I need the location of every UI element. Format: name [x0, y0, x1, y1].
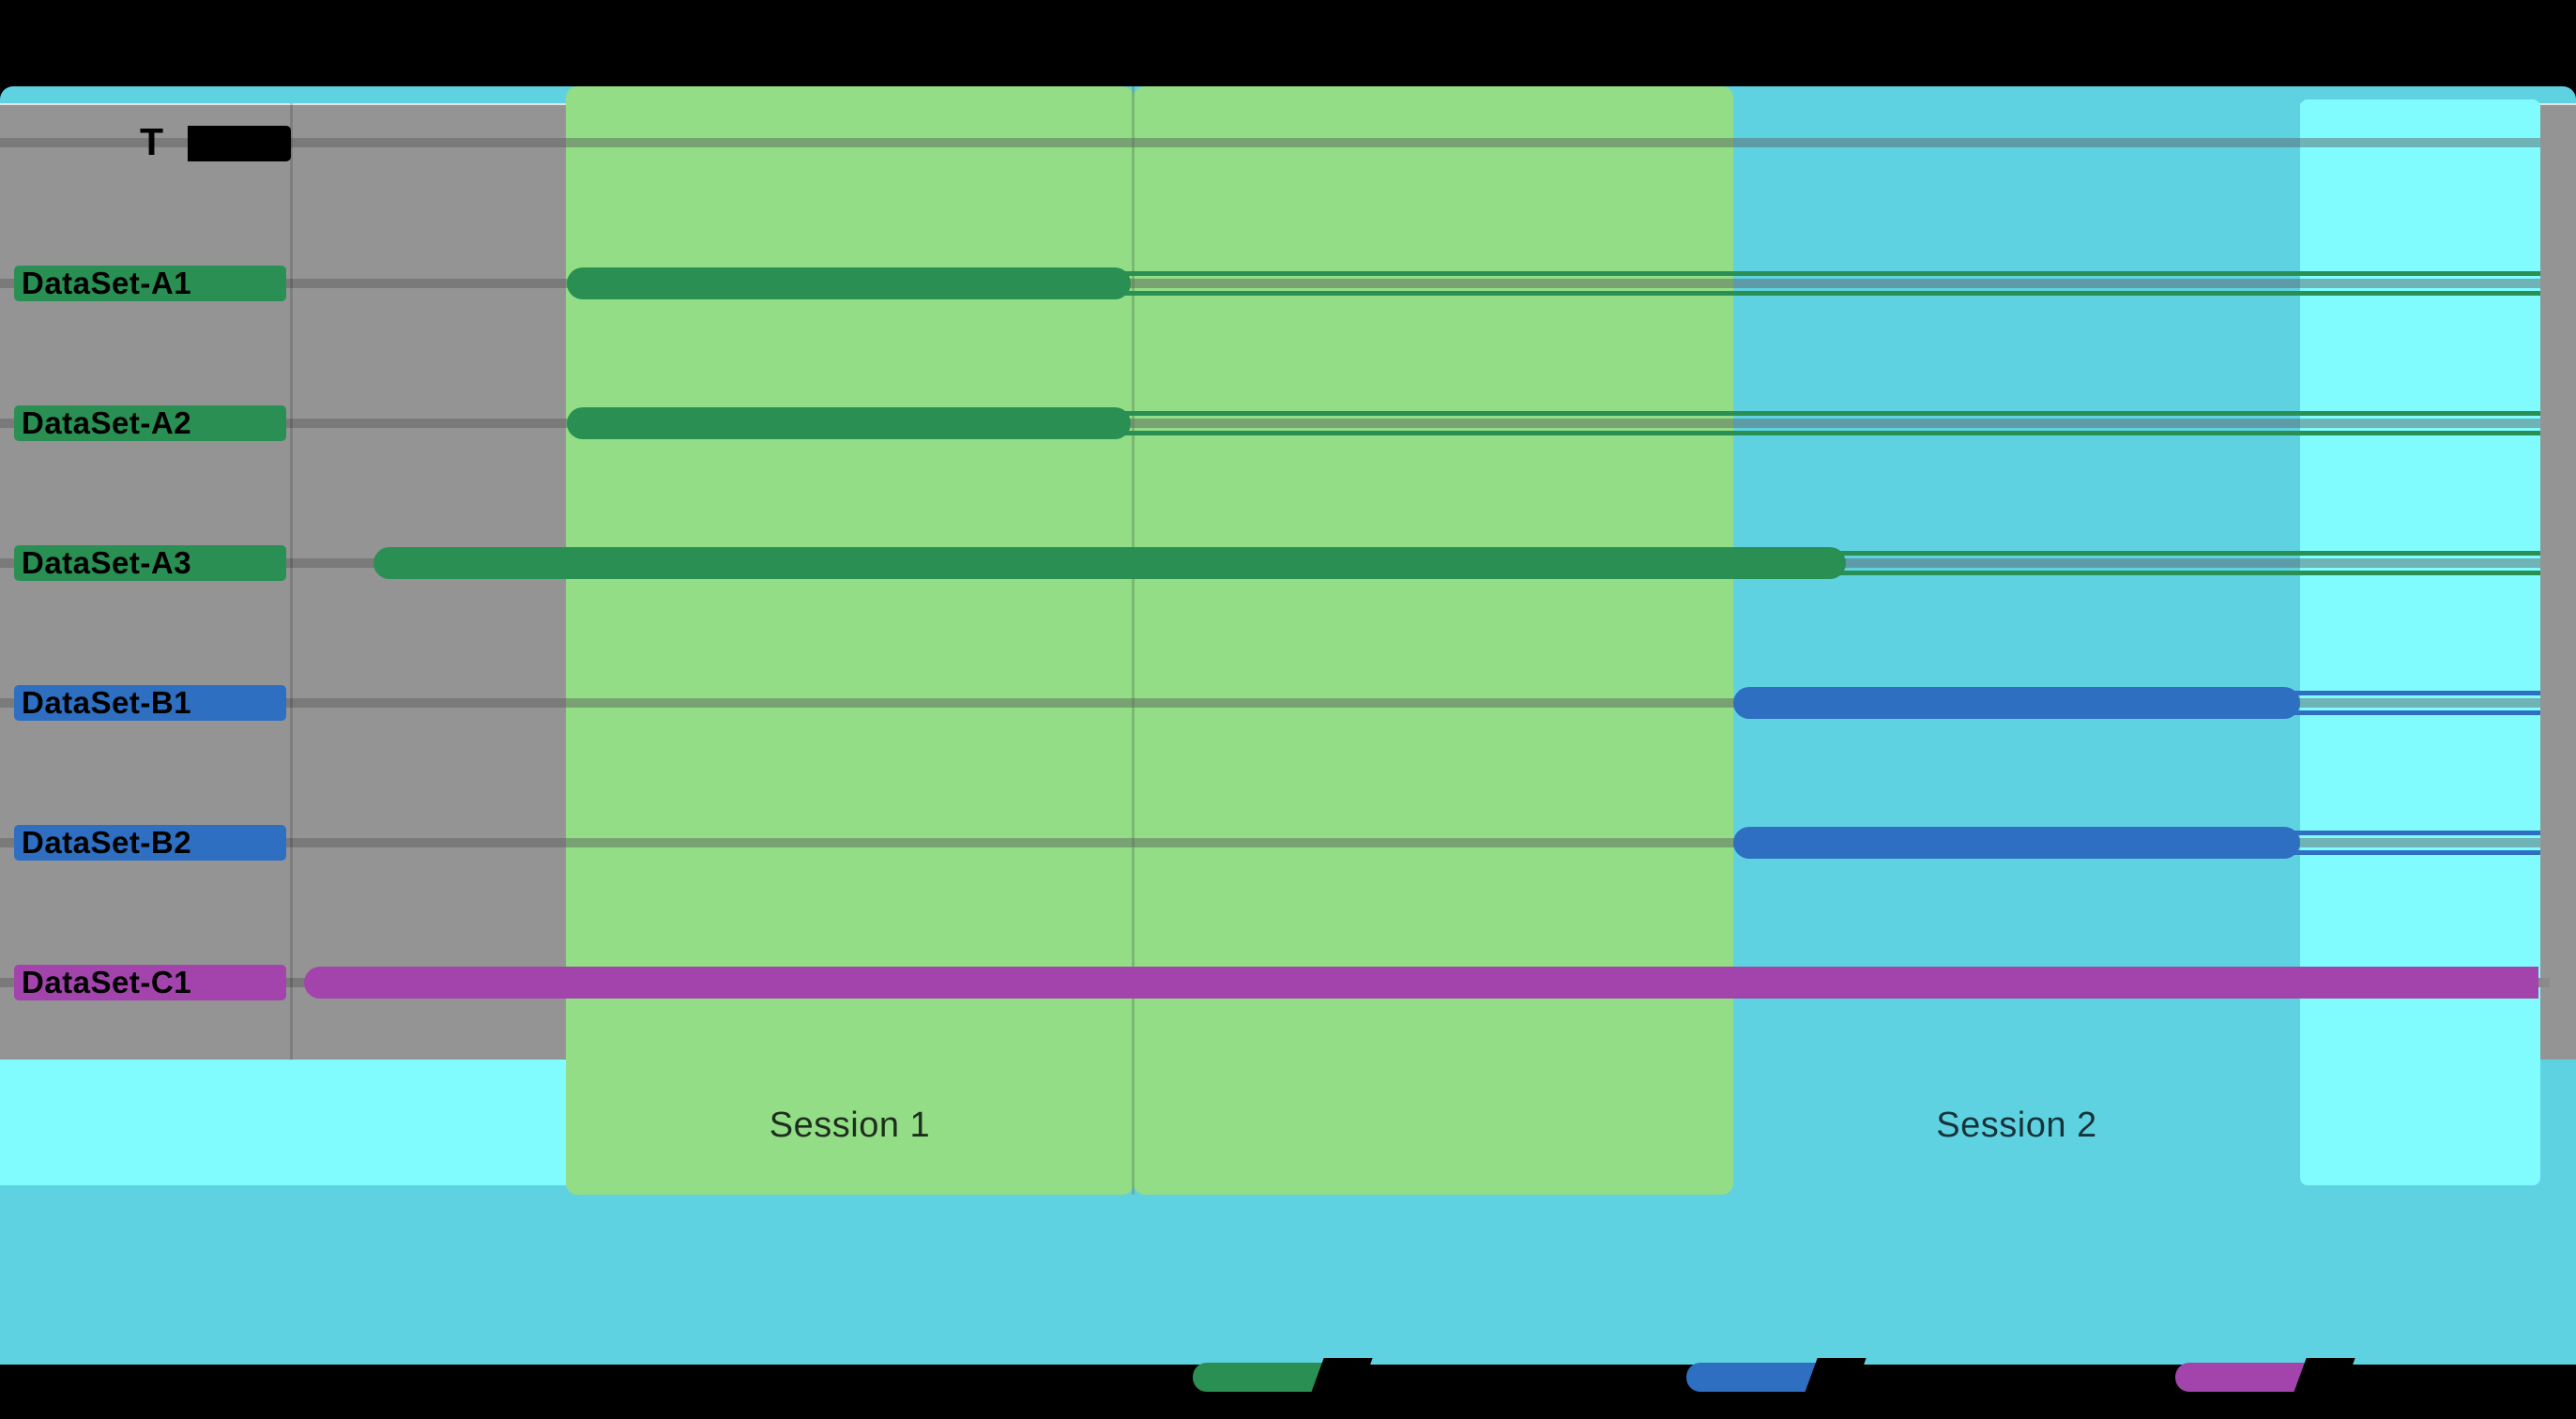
gantt-bar[interactable] [373, 547, 1846, 579]
bar-extension [1838, 551, 2540, 575]
session-1-label: Session 1 [769, 1106, 931, 1145]
legend-marker [2175, 1358, 2355, 1397]
session-2-panel: Session 2 [1733, 86, 2300, 1195]
legend-item[interactable] [2175, 1358, 2355, 1397]
track-line [0, 838, 2540, 847]
bar-extension [1123, 271, 2540, 296]
time-axis-label: T [140, 120, 164, 163]
legend-marker-cut [1309, 1358, 1373, 1397]
session-1-panel: Session 1 [566, 86, 1134, 1195]
row-label-chip[interactable]: DataSet-A1 [14, 266, 286, 301]
unsessioned-region-left [0, 1060, 566, 1185]
row-label-chip[interactable]: DataSet-A3 [14, 545, 286, 581]
gantt-bar[interactable] [1733, 687, 2300, 719]
track-line [0, 419, 2540, 428]
track-line [0, 138, 2540, 147]
legend-marker-cut [1803, 1358, 1867, 1397]
gantt-bar[interactable] [567, 407, 1131, 439]
legend-item[interactable] [1193, 1358, 1373, 1397]
label-column-divider [290, 103, 293, 1060]
bar-extension [2293, 831, 2540, 855]
bar-extension [2293, 691, 2540, 715]
session-2-label: Session 2 [1936, 1106, 2097, 1145]
gantt-bar[interactable] [304, 967, 2538, 999]
legend-marker [1193, 1358, 1373, 1397]
time-label-box [188, 126, 291, 161]
legend-item[interactable] [1686, 1358, 1867, 1397]
row-label-chip[interactable]: DataSet-B1 [14, 685, 286, 721]
row-label-chip[interactable]: DataSet-B2 [14, 825, 286, 861]
unsessioned-region-right [2300, 99, 2540, 1185]
track-line [0, 279, 2540, 288]
session-1-subdivision-line [1132, 86, 1135, 1195]
gantt-bar[interactable] [567, 267, 1131, 299]
legend-marker [1686, 1358, 1867, 1397]
gantt-bar[interactable] [1733, 827, 2300, 859]
session-1b-panel [1134, 86, 1733, 1195]
row-label-chip[interactable]: DataSet-A2 [14, 405, 286, 441]
bar-extension [1123, 411, 2540, 435]
track-line [0, 698, 2540, 708]
bar-end-stub [2538, 978, 2550, 987]
legend-marker-cut [2292, 1358, 2355, 1397]
row-label-chip[interactable]: DataSet-C1 [14, 965, 286, 1000]
